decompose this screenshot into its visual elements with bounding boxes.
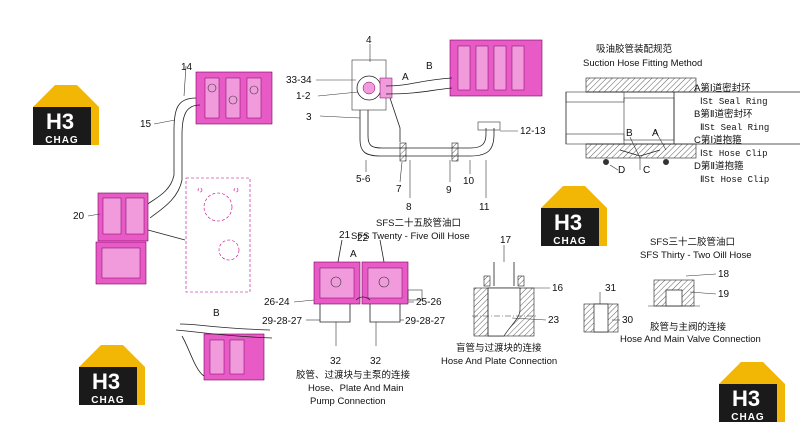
svg-text:CHAG: CHAG bbox=[553, 236, 586, 247]
caption-main-valve-en: Hose And Main Valve Connection bbox=[620, 334, 761, 345]
callout-16: 16 bbox=[552, 283, 564, 294]
callout-32-right: 32 bbox=[370, 356, 382, 367]
caption-sfs25-cn: SFS二十五胶管油口 bbox=[376, 217, 461, 229]
callout-18: 18 bbox=[718, 269, 730, 280]
svg-text:H3: H3 bbox=[46, 109, 74, 134]
pump-connection: 21 22 A 26-24 25-26 29-28-27 29-28-27 32… bbox=[262, 230, 445, 407]
suction-hose-fitting: 吸油胶管装配规范 Suction Hose Fitting Method A B… bbox=[565, 43, 800, 185]
caption-hose-plate-en: Hose And Plate Connection bbox=[441, 356, 557, 367]
callout-32-left: 32 bbox=[330, 356, 342, 367]
callout-15: 15 bbox=[140, 119, 152, 130]
legend-c-en: ⅠSt Hose Clip bbox=[700, 149, 767, 159]
suction-label-a: A bbox=[652, 128, 659, 139]
callout-3: 3 bbox=[306, 112, 312, 123]
caption-sfs25-en: SFS Twenty - Five Oill Hose bbox=[351, 231, 470, 242]
callout-23: 23 bbox=[548, 315, 560, 326]
svg-text:CHAG: CHAG bbox=[731, 412, 764, 423]
detail-b-label: B bbox=[213, 308, 220, 319]
suction-title-en: Suction Hose Fitting Method bbox=[583, 58, 702, 69]
brand-logo-left: H3 CHAG bbox=[33, 85, 99, 146]
left-assembly: 14 15 20 B bbox=[73, 62, 273, 381]
callout-10: 10 bbox=[463, 176, 475, 187]
callout-30: 30 bbox=[622, 315, 634, 326]
callout-1-2: 1-2 bbox=[296, 91, 311, 102]
svg-text:H3: H3 bbox=[732, 386, 760, 411]
callout-19: 19 bbox=[718, 289, 730, 300]
legend-b-cn: B第Ⅱ道密封环 bbox=[694, 108, 753, 120]
callout-20: 20 bbox=[73, 211, 85, 222]
brand-logo-bottom-left: H3 CHAG bbox=[79, 345, 145, 406]
callout-8: 8 bbox=[406, 202, 412, 213]
caption-hose-plate-cn: 盲管与过渡块的连接 bbox=[456, 342, 542, 354]
brand-logo-center: H3 CHAG bbox=[541, 186, 607, 247]
callout-22: 22 bbox=[357, 233, 369, 244]
legend-d-en: ⅡSt Hose Clip bbox=[700, 175, 769, 185]
suction-label-b: B bbox=[626, 128, 633, 139]
callout-29-28-27-right: 29-28-27 bbox=[405, 316, 445, 327]
legend-b-en: ⅡSt Seal Ring bbox=[700, 123, 769, 133]
callout-33-34: 33-34 bbox=[286, 75, 312, 86]
caption-pump-conn-en-1: Hose、Plate And Main bbox=[308, 383, 404, 394]
svg-text:H3: H3 bbox=[92, 369, 120, 394]
legend-a-en: ⅠSt Seal Ring bbox=[700, 97, 767, 107]
legend-a-cn: A第Ⅰ道密封环 bbox=[694, 82, 751, 94]
callout-9: 9 bbox=[446, 185, 452, 196]
caption-main-valve-cn: 胶管与主阀的连接 bbox=[650, 321, 727, 333]
svg-text:H3: H3 bbox=[554, 210, 582, 235]
callout-top-a: A bbox=[402, 72, 409, 83]
legend-d-cn: D第Ⅱ道抱箍 bbox=[694, 160, 744, 172]
callout-21: 21 bbox=[339, 230, 351, 241]
callout-5-6: 5-6 bbox=[356, 174, 371, 185]
callout-4: 4 bbox=[366, 35, 372, 46]
mounting-plate-outline bbox=[185, 177, 251, 293]
callout-top-b: B bbox=[426, 61, 433, 72]
callout-7: 7 bbox=[396, 184, 402, 195]
hose-plate-connection: 17 16 23 盲管与过渡块的连接 Hose And Plate Connec… bbox=[441, 235, 564, 367]
top-assembly: A B 4 33-34 1-2 3 5-6 7 8 9 10 11 12-13 … bbox=[286, 35, 546, 242]
callout-31: 31 bbox=[605, 283, 617, 294]
legend-c-cn: C第Ⅰ道抱箍 bbox=[694, 134, 742, 146]
callout-25-26: 25-26 bbox=[416, 297, 442, 308]
callout-29-28-27-left: 29-28-27 bbox=[262, 316, 302, 327]
svg-text:CHAG: CHAG bbox=[91, 395, 124, 406]
callout-26-24: 26-24 bbox=[264, 297, 290, 308]
callout-17: 17 bbox=[500, 235, 512, 246]
caption-pump-conn-en-2: Pump Connection bbox=[310, 396, 386, 407]
callout-12-13: 12-13 bbox=[520, 126, 546, 137]
svg-text:CHAG: CHAG bbox=[45, 135, 78, 146]
callout-11: 11 bbox=[479, 202, 490, 213]
caption-pump-conn-cn: 胶管、过渡块与主泵的连接 bbox=[296, 369, 411, 381]
suction-label-c: C bbox=[643, 165, 650, 176]
suction-title-cn: 吸油胶管装配规范 bbox=[596, 43, 673, 55]
hose-main-valve-connection: SFS三十二胶管油口 SFS Thirty - Two Oill Hose 18… bbox=[583, 236, 761, 345]
caption-sfs32-en: SFS Thirty - Two Oill Hose bbox=[640, 250, 752, 261]
brand-logo-bottom-right: H3 CHAG bbox=[719, 362, 785, 423]
suction-label-d: D bbox=[618, 165, 625, 176]
caption-sfs32-cn: SFS三十二胶管油口 bbox=[650, 236, 735, 248]
callout-14: 14 bbox=[181, 62, 193, 73]
callout-pump-a: A bbox=[350, 249, 357, 260]
